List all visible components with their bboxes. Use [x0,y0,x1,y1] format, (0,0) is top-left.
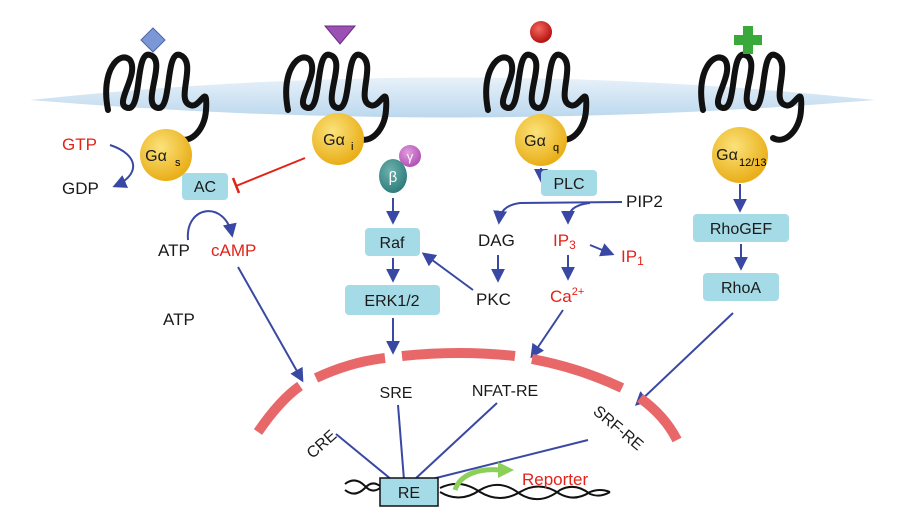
ligand-triangle-icon [323,25,357,45]
gtp-gdp-arrow [109,144,135,188]
galpha-q: Gα q [515,114,567,166]
srf-re-label: SRF-RE [590,403,647,454]
ligand-diamond-icon [140,27,166,53]
ca-to-nfat-arrow [530,309,564,359]
svg-text:i: i [351,141,353,153]
pkc-label: PKC [476,290,511,309]
galpha-i: Gα i [312,113,364,165]
galpha-12-13: Gα 12/13 [712,127,768,183]
nuclear-membrane [253,348,682,443]
pip2-to-dag-arrow [493,201,623,225]
receptor-gi [283,25,390,143]
pip2-to-ip3-arrow [561,202,591,225]
svg-text:RhoGEF: RhoGEF [710,221,772,238]
plc-box [541,170,597,196]
svg-text:q: q [553,142,559,154]
svg-text:γ: γ [407,149,414,164]
svg-text:RhoA: RhoA [721,280,761,297]
gi-inhibits-ac [235,157,306,187]
svg-text:ERK1/2: ERK1/2 [364,293,419,310]
svg-text:RE: RE [398,485,420,502]
reporter-arrow-icon [452,467,501,492]
svg-text:Gα: Gα [524,133,546,150]
ligand-circle-icon [530,21,552,43]
svg-text:AC: AC [194,179,216,196]
ligand-plus-icon [734,26,762,54]
ca-label: Ca2+ [550,286,584,306]
ip3-label: IP3 [553,231,576,252]
dag-label: DAG [478,231,515,250]
svg-text:Gα: Gα [323,132,345,149]
cell-membrane [30,77,875,118]
svg-text:s: s [175,157,181,169]
atp-label-lower: ATP [163,310,195,329]
rhoa-to-srf-arrow [634,312,734,406]
svg-text:β: β [389,169,398,186]
galpha-s: Gα s [140,129,192,181]
pkc-to-raf-arrow [421,252,474,291]
atp-label: ATP [158,241,190,260]
camp-to-cre-arrow [237,266,304,383]
gtp-label: GTP [62,135,97,154]
rhogef-box [693,214,789,242]
reporter-label: Reporter [522,470,588,489]
pip2-label: PIP2 [626,192,663,211]
camp-label: cAMP [211,241,256,260]
rhoa-box [703,273,779,301]
receptor-gs [103,27,210,143]
svg-text:Raf: Raf [380,235,405,252]
raf-box [365,228,420,256]
dna-strand [344,479,611,501]
sre-label: SRE [380,385,413,402]
atp-to-camp-arrow [186,210,237,241]
re-box [379,477,439,507]
cre-label: CRE [304,427,340,462]
svg-text:PLC: PLC [553,176,584,193]
svg-text:12/13: 12/13 [739,157,767,169]
nfat-re-label: NFAT-RE [472,383,538,400]
beta-gamma-subunit: β γ [379,145,421,193]
svg-text:Gα: Gα [145,148,167,165]
ip1-label: IP1 [621,247,644,268]
receptor-gq [483,21,590,143]
erk-box [345,285,440,315]
gdp-label: GDP [62,179,99,198]
svg-text:Gα: Gα [716,147,738,164]
receptor-g1213 [698,26,805,143]
ac-box [182,173,228,200]
